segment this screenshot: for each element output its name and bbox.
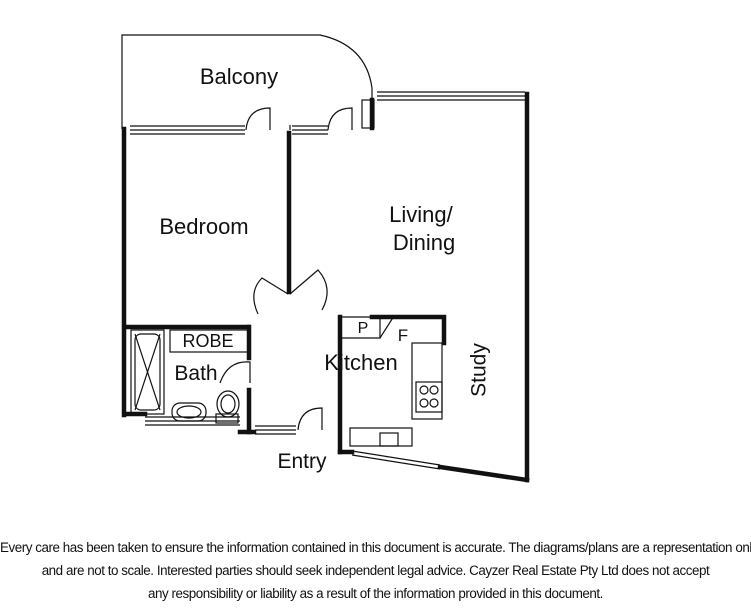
disclaimer-line: and are not to scale. Interested parties… (41, 563, 710, 578)
room-label-fridge: F (398, 326, 408, 345)
toilet (215, 390, 240, 424)
living-window-top (377, 91, 525, 101)
hall-door-swing-left (253, 277, 289, 315)
entry-window (255, 425, 296, 435)
floor-plan: Balcony Bedroom Living/ Dining ROBE Bath… (121, 34, 530, 483)
room-label-bedroom: Bedroom (159, 214, 248, 239)
kitchen-window (351, 450, 441, 470)
fridge-divider (379, 315, 395, 339)
bedroom-window (130, 125, 245, 135)
room-label-living-dining: Living/ Dining (389, 202, 459, 255)
hall-door-swing-right (289, 269, 328, 311)
bath-door-swing (219, 361, 251, 384)
room-label-balcony: Balcony (200, 64, 278, 89)
room-label-entry: Entry (277, 450, 327, 473)
entry-door-swing (297, 407, 323, 431)
wall-study-bottom (437, 464, 530, 483)
room-label-study: Study (468, 343, 491, 397)
disclaimer: Every care has been taken to ensure the … (0, 536, 751, 605)
pantry-outline (340, 316, 381, 339)
room-label-pantry: P (358, 320, 369, 337)
bedroom-door-swing (245, 107, 271, 131)
dishwasher (379, 432, 399, 447)
cooktop (415, 381, 443, 413)
kitchen-bench (411, 342, 443, 420)
kitchen-cabinet (349, 427, 413, 447)
room-label-bath: Bath (174, 362, 217, 385)
bath-vanity (171, 402, 207, 422)
balcony-outline (121, 34, 373, 129)
wall-kitchen-top (369, 314, 447, 346)
room-label-robe: ROBE (182, 331, 233, 351)
bathtub (130, 329, 165, 415)
living-window-left (292, 125, 328, 135)
disclaimer-line: Every care has been taken to ensure the … (0, 540, 751, 555)
room-label-kitchen: Kitchen (324, 350, 397, 375)
balcony-door-swing (327, 107, 353, 131)
disclaimer-line: any responsibility or liability as a res… (148, 586, 603, 601)
